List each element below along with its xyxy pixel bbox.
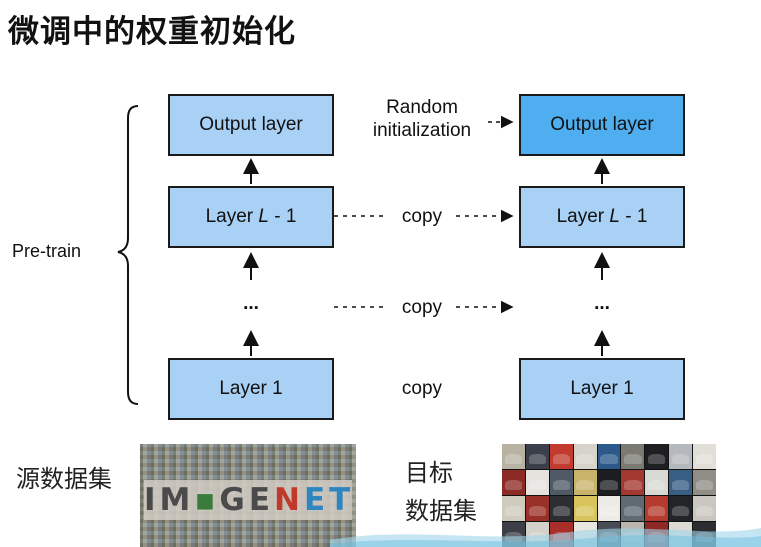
right-layer-1: Layer 1: [519, 358, 685, 420]
left-layer-1: Layer 1: [168, 358, 334, 420]
right-ellipsis: ...: [594, 293, 610, 314]
right-layer-l-suffix: - 1: [619, 206, 648, 227]
left-ellipsis: ...: [243, 293, 259, 314]
left-layer-l-suffix: - 1: [268, 206, 297, 227]
target-dataset-label-line2: 数据集: [405, 497, 477, 525]
left-output-layer: Output layer: [168, 94, 334, 156]
right-layer-l-prefix: Layer: [556, 206, 610, 227]
left-layer-l-prefix: Layer: [205, 206, 259, 227]
copy-label-ellipsis: copy: [401, 297, 443, 318]
left-layer-l-minus-1: Layer L - 1: [168, 186, 334, 248]
left-layer-1-label: Layer 1: [219, 378, 283, 399]
decorative-wave: [330, 528, 761, 547]
imagenet-logo: IM▪GENET: [144, 480, 355, 520]
left-output-layer-label: Output layer: [199, 114, 303, 135]
car-dataset-image: [502, 444, 716, 547]
imagenet-dataset-image: IM▪GENET: [140, 444, 356, 547]
left-layer-l-var: L: [258, 206, 269, 227]
pretrain-brace: [117, 105, 139, 405]
pretrain-label: Pre-train: [12, 241, 82, 261]
right-layer-l-minus-1: Layer L - 1: [519, 186, 685, 248]
right-layer-1-label: Layer 1: [570, 378, 634, 399]
target-dataset-label-line1: 目标: [405, 459, 453, 487]
right-layer-l-var: L: [609, 206, 620, 227]
copy-label-layer-l: copy: [401, 206, 443, 227]
source-dataset-label: 源数据集: [16, 465, 112, 493]
right-output-layer-label: Output layer: [550, 114, 654, 135]
page-title: 微调中的权重初始化: [8, 14, 296, 50]
right-output-layer: Output layer: [519, 94, 685, 156]
copy-label-layer-1: copy: [401, 378, 443, 399]
random-initialization-label: Random initialization: [372, 97, 472, 141]
